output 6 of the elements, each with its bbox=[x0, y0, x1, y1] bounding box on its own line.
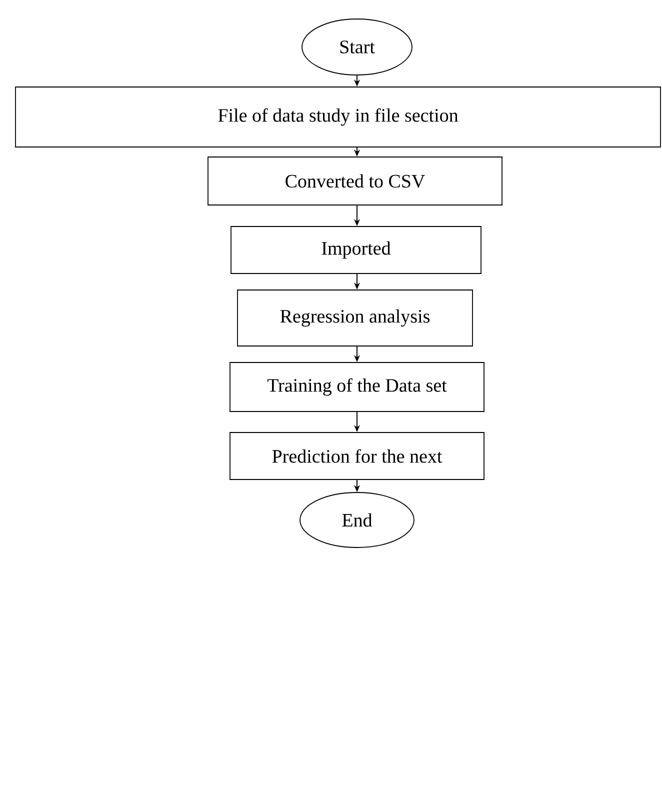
process-box: File of data study in file section bbox=[15, 86, 661, 148]
process-box: Imported bbox=[230, 226, 482, 274]
process-box: Regression analysis bbox=[237, 290, 473, 346]
process-box: Converted to CSV bbox=[208, 156, 502, 206]
process-box: Training of the Data set bbox=[230, 362, 484, 412]
process-box: Prediction for the next bbox=[230, 432, 484, 480]
